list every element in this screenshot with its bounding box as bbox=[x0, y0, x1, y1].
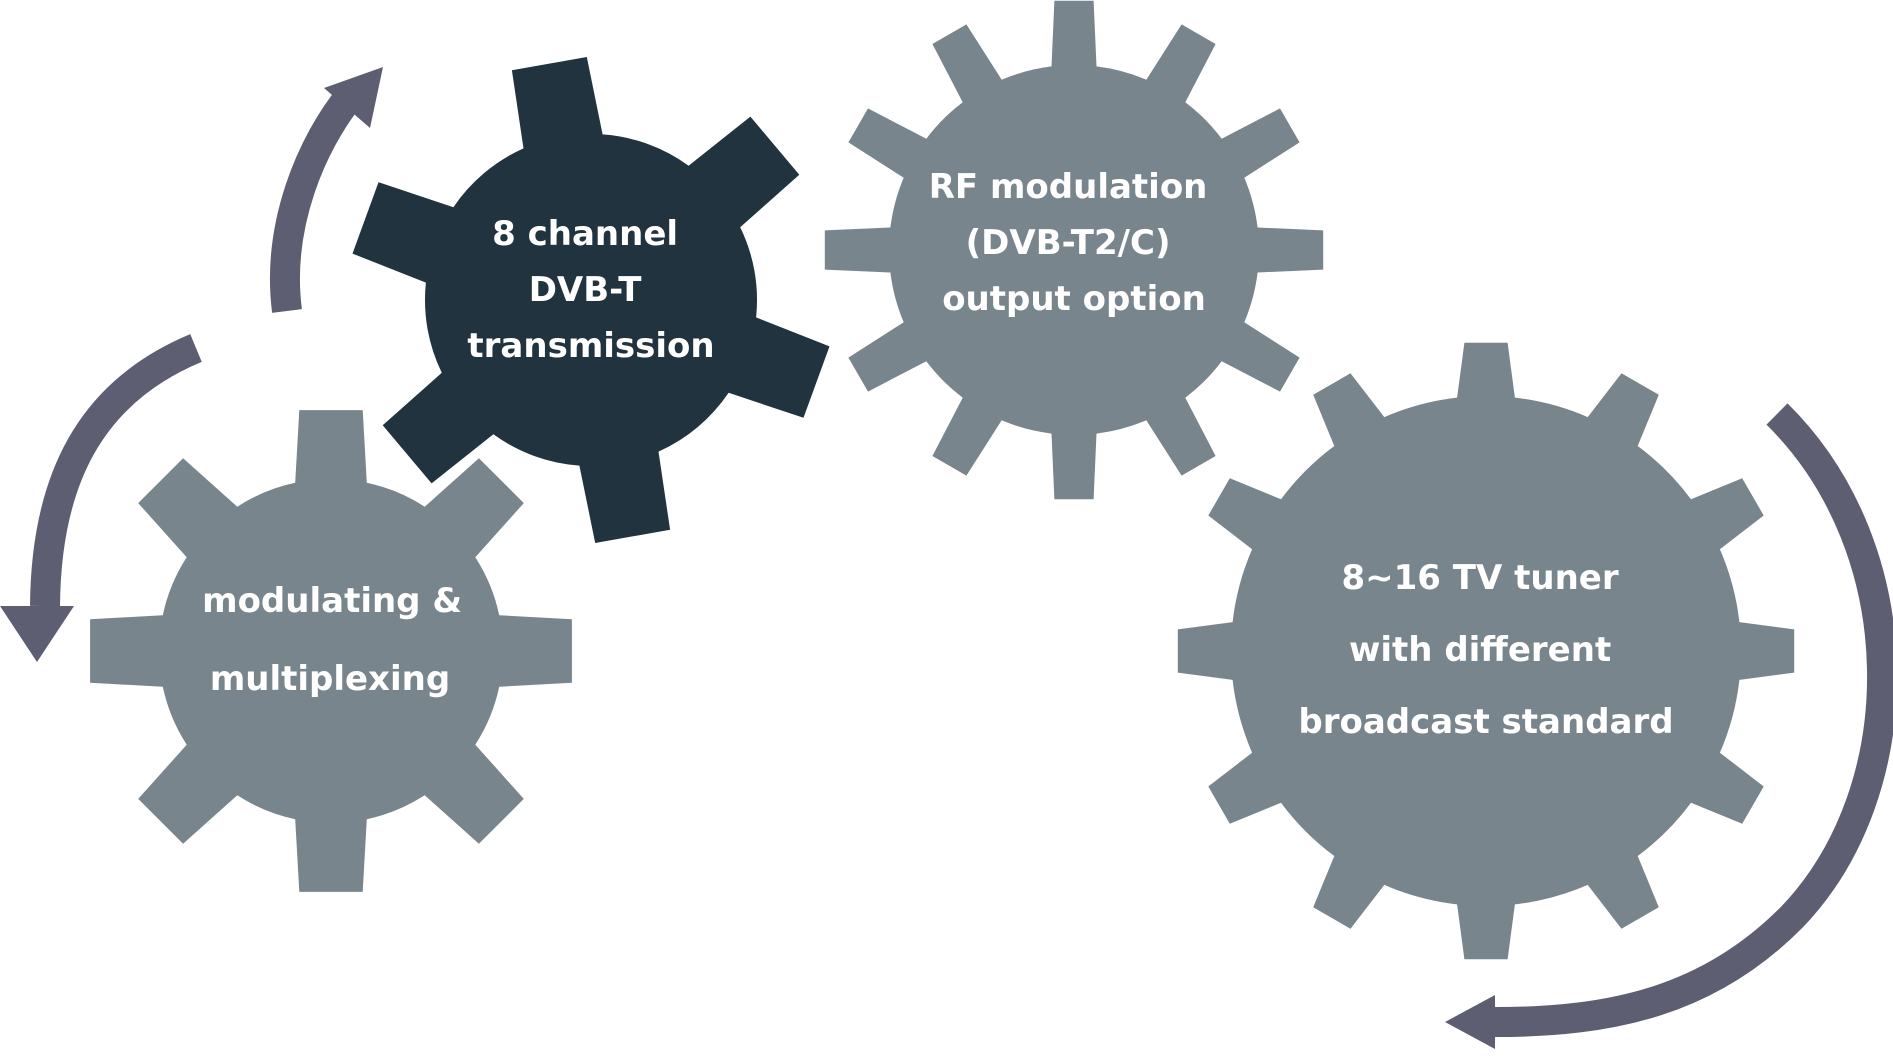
gear-8-channel-dvbt-transmission: 8 channel DVB-T transmission bbox=[352, 57, 830, 543]
gear-tuner-label: 8~16 TV tuner with different broadcast s… bbox=[1298, 558, 1673, 742]
gear-shape bbox=[352, 57, 830, 543]
gear-transmission-line-3: transmission bbox=[467, 326, 714, 366]
gear-shape bbox=[1177, 342, 1795, 960]
gear-rf-modulation: RF modulation (DVB-T2/C) output option bbox=[824, 0, 1324, 500]
arrow-left-arc bbox=[0, 334, 202, 662]
gear-tv-tuner: 8~16 TV tuner with different broadcast s… bbox=[1177, 342, 1795, 960]
gear-modulating-line-2: multiplexing bbox=[210, 659, 450, 699]
gear-transmission-line-1: 8 channel bbox=[492, 214, 678, 254]
gear-tuner-line-2: with different bbox=[1349, 630, 1611, 670]
gear-shape bbox=[90, 410, 572, 892]
gear-tuner-line-1: 8~16 TV tuner bbox=[1342, 558, 1619, 598]
gear-rf-line-3: output option bbox=[942, 279, 1206, 319]
cycle-arrows bbox=[0, 67, 1893, 1049]
arrow-right-arc bbox=[1445, 403, 1893, 1049]
gear-rf-line-2: (DVB-T2/C) bbox=[966, 223, 1171, 263]
gear-rf-line-1: RF modulation bbox=[929, 167, 1208, 207]
arrow-upper-arc bbox=[269, 67, 383, 313]
gear-shape bbox=[824, 0, 1324, 500]
gear-modulating-label: modulating & multiplexing bbox=[202, 581, 474, 699]
gear-modulating-multiplexing: modulating & multiplexing bbox=[90, 410, 572, 892]
gear-transmission-label: 8 channel DVB-T transmission bbox=[467, 214, 714, 366]
gear-transmission-line-2: DVB-T bbox=[529, 270, 643, 310]
gear-tuner-line-3: broadcast standard bbox=[1298, 702, 1673, 742]
gear-rf-label: RF modulation (DVB-T2/C) output option bbox=[929, 167, 1219, 319]
gear-modulating-line-1: modulating & bbox=[202, 581, 462, 621]
